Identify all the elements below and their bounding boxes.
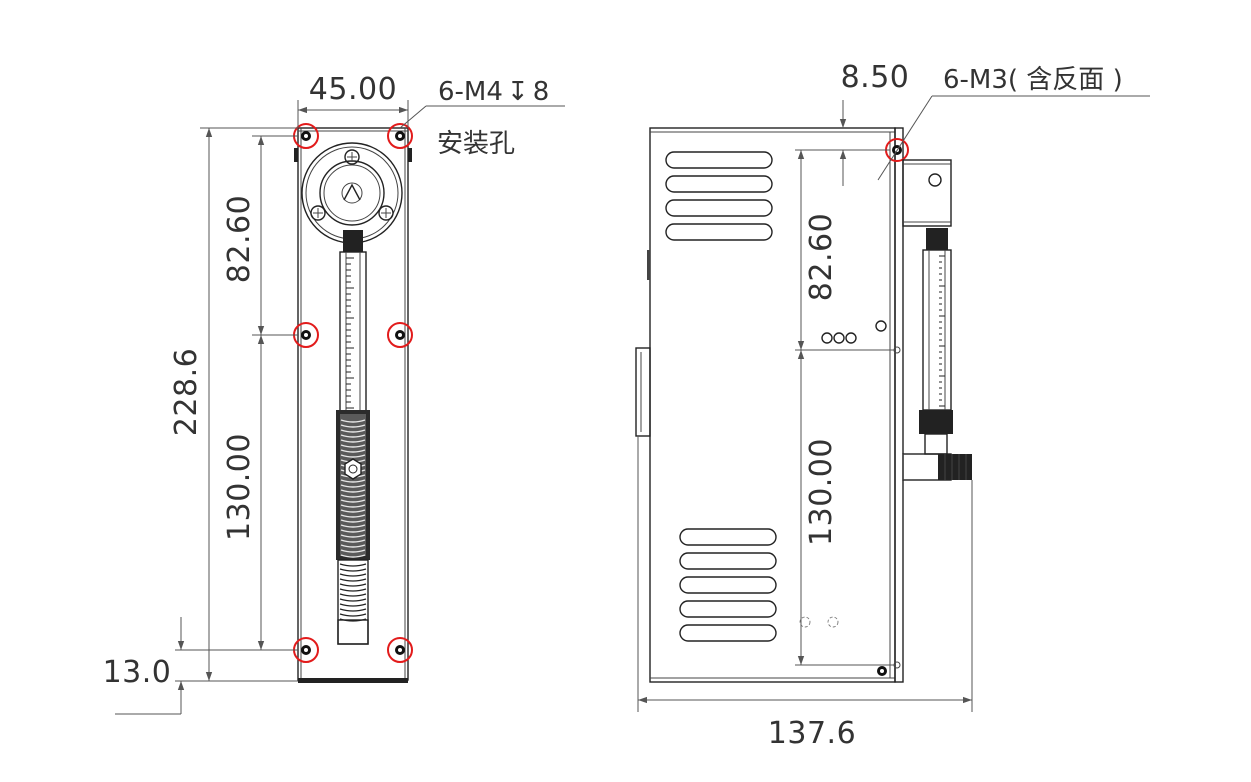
spring-coil: [340, 444, 366, 448]
spring-coil: [339, 588, 367, 592]
front-plate-clip-left: [294, 148, 298, 162]
gauge-head: [301, 142, 403, 244]
front-lower-spacing-dim: 130.00: [222, 433, 257, 541]
spring-coil: [340, 529, 366, 533]
front-overall-height-dim: 228.6: [169, 348, 204, 436]
vent-slots-lower: [679, 528, 777, 642]
spring-coil: [340, 434, 366, 438]
spring-coil: [340, 509, 366, 513]
side-overall-width-dim: 137.6: [768, 716, 856, 751]
side-upper-spacing-dim: 82.60: [804, 213, 839, 301]
spring-coil: [339, 593, 367, 597]
spring-coil: [340, 534, 366, 538]
mount-hole-marker: [387, 123, 413, 149]
spring-coil: [339, 583, 367, 587]
spring-coil: [340, 424, 366, 428]
spring-coil: [340, 489, 366, 493]
spring-coil: [340, 549, 366, 553]
front-width-dim: 45.00: [309, 72, 397, 107]
spring-coil: [339, 573, 367, 577]
spring-coil: [339, 608, 367, 612]
front-view: 45.00 6-M4↧8 安装孔 228.6 82.60 130.00 13.0: [103, 72, 565, 715]
spring-coil: [340, 449, 366, 453]
mount-hole-marker: [387, 322, 413, 348]
gauge-tube: [336, 230, 370, 645]
spring-coil: [340, 514, 366, 518]
front-bottom-offset-dim: 13.0: [103, 655, 172, 690]
side-handle: [635, 347, 651, 437]
spring-coil: [339, 613, 367, 617]
spring-coil: [339, 598, 367, 602]
side-view: 8.50 6-M3( 含反面 ) 82.60 130.00 137.6: [635, 60, 1150, 751]
spring-coil: [340, 539, 366, 543]
side-gauge-assembly: [902, 159, 972, 481]
side-hole-note: 6-M3( 含反面 ): [943, 65, 1123, 95]
thread-note: 6-M4↧8: [438, 77, 549, 107]
spring-coil: [339, 563, 367, 567]
side-housing-outline: [649, 127, 896, 683]
side-lower-spacing-dim: 130.00: [804, 438, 839, 546]
spring-coil: [340, 439, 366, 443]
mount-hole-marker: [387, 637, 413, 663]
spring-coil: [340, 524, 366, 528]
spring-coil: [340, 479, 366, 483]
front-plate-outline: [297, 127, 409, 681]
spring-coil: [340, 484, 366, 488]
front-upper-spacing-dim: 82.60: [222, 195, 257, 283]
mount-hole-label: 安装孔: [437, 129, 515, 159]
spring-coil: [340, 544, 366, 548]
spring-coil: [340, 499, 366, 503]
vent-slots-upper: [665, 151, 773, 241]
spring-coil: [340, 429, 366, 433]
front-plate-foot: [298, 678, 408, 683]
front-mount-holes: [293, 123, 413, 663]
spring-coil: [340, 454, 366, 458]
spring-coil: [339, 578, 367, 582]
spring-coil: [340, 519, 366, 523]
spring-coil: [340, 504, 366, 508]
spring-coil: [340, 419, 366, 423]
front-plate-clip-right: [408, 148, 412, 162]
spring-coil: [339, 568, 367, 572]
spring-coil: [339, 603, 367, 607]
spring-coil: [340, 554, 366, 558]
side-top-offset-dim: 8.50: [841, 60, 910, 95]
spring-coil: [340, 494, 366, 498]
